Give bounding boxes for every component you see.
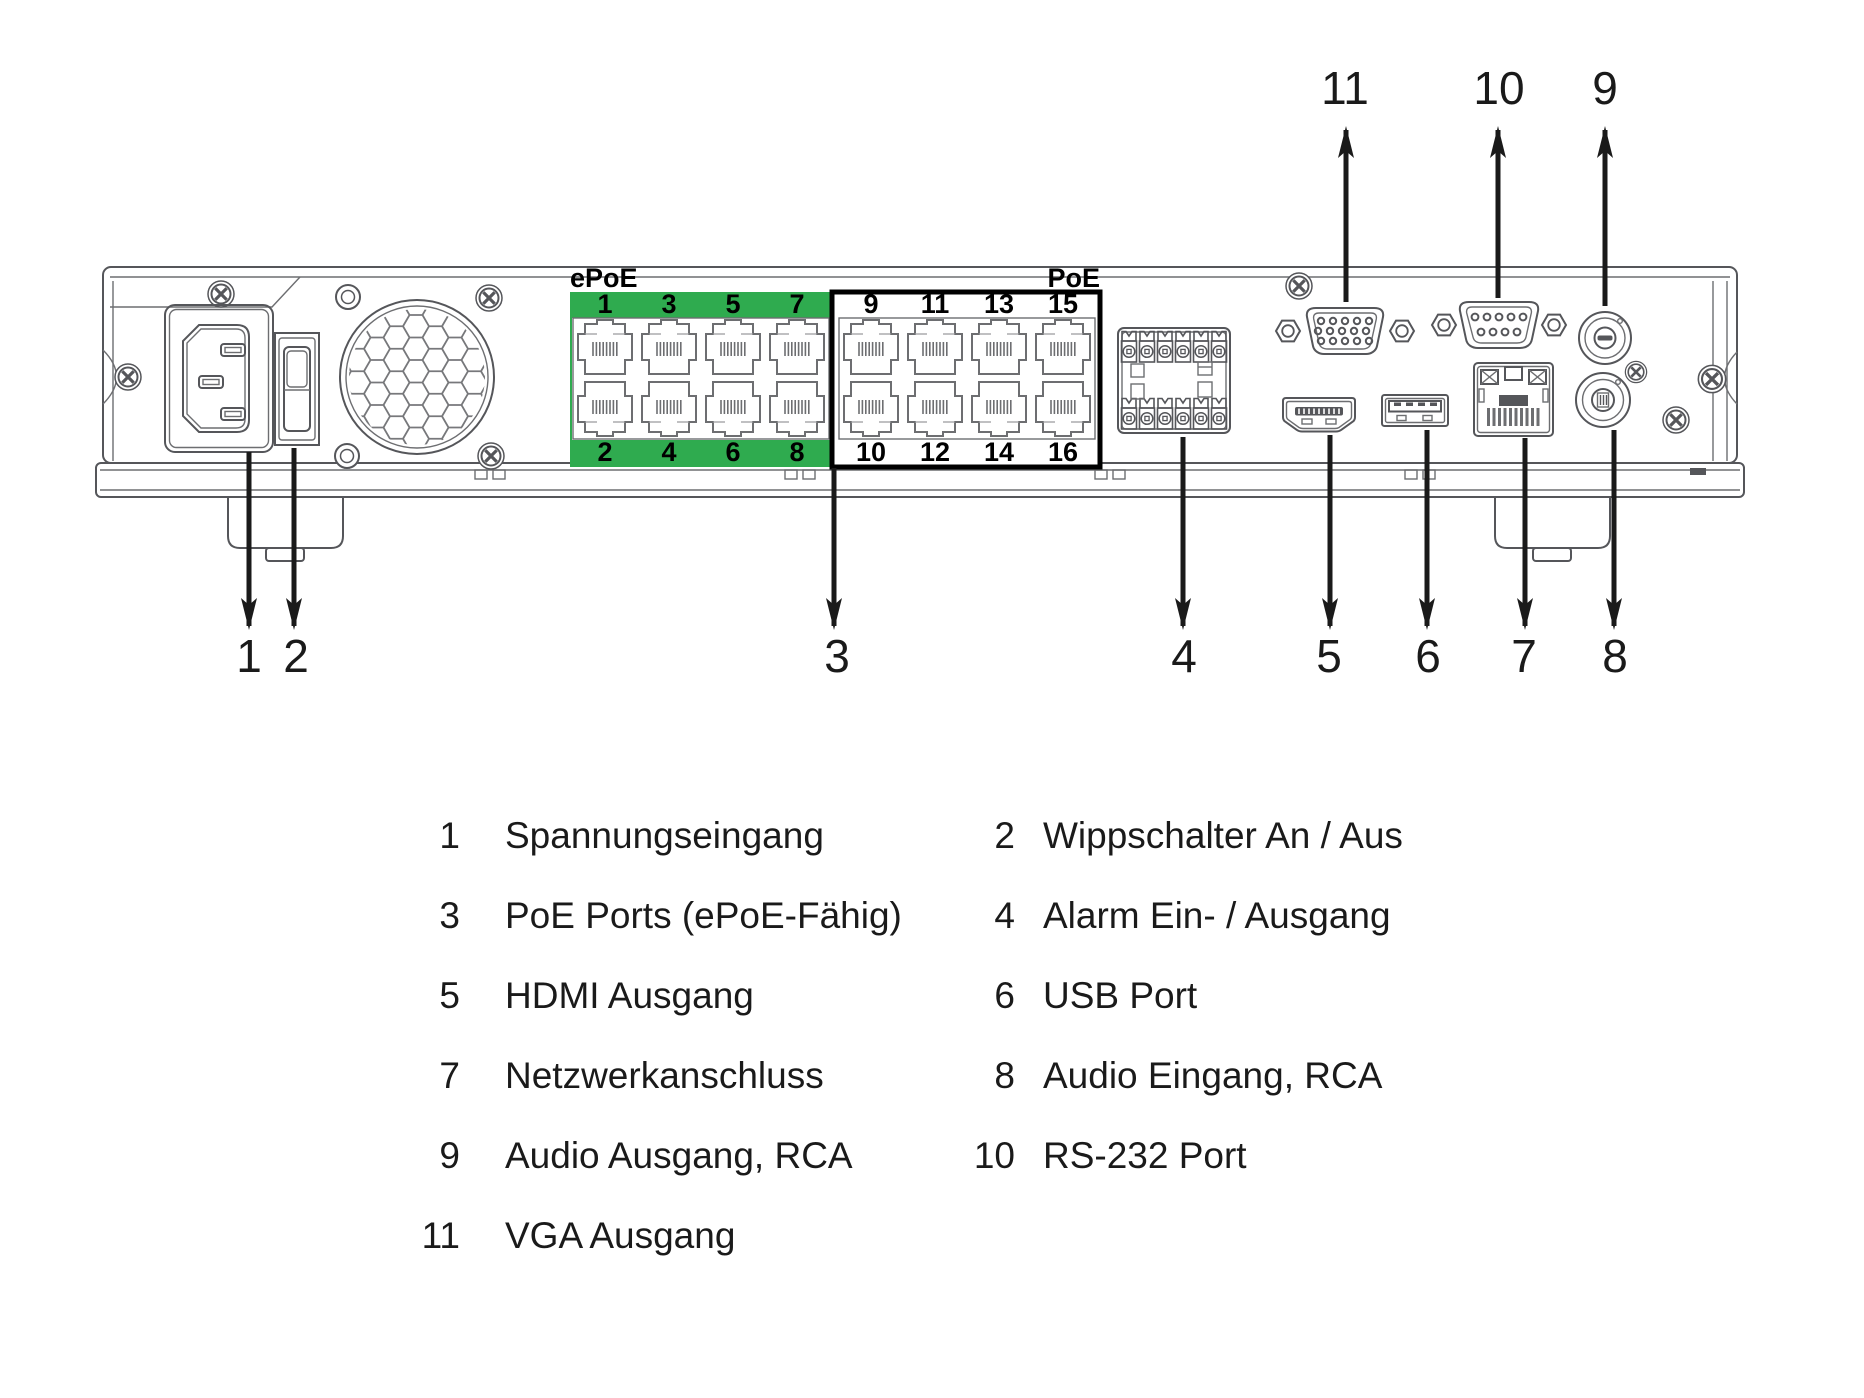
port-number: 8 xyxy=(789,437,804,467)
port-number: 12 xyxy=(920,437,950,467)
callout-number: 11 xyxy=(1321,62,1369,114)
screw-icon xyxy=(1624,360,1648,384)
port-number: 6 xyxy=(725,437,740,467)
usb-port xyxy=(1381,394,1449,427)
port-number: 5 xyxy=(725,289,740,319)
screw-icon xyxy=(335,284,361,310)
poe-label: PoE xyxy=(1047,263,1100,293)
callout-number: 4 xyxy=(1171,630,1197,682)
screw-icon xyxy=(1696,363,1728,395)
screw-icon xyxy=(1284,271,1314,301)
screw-icon xyxy=(474,283,504,313)
port-number: 13 xyxy=(984,289,1014,319)
rj45-jack-icon xyxy=(971,381,1027,437)
callout-number: 5 xyxy=(1316,630,1342,682)
rj45-jack-icon xyxy=(705,381,761,437)
port-number: 2 xyxy=(597,437,612,467)
audio-in-rca xyxy=(1575,372,1631,428)
hdmi-port xyxy=(1282,397,1356,433)
callout-number: 10 xyxy=(1473,62,1524,114)
callout-arrows-bottom: 1 2 3 4 5 6 7 8 xyxy=(236,430,1628,682)
rj45-jack-icon xyxy=(641,381,697,437)
rj45-jack-icon xyxy=(577,319,633,375)
epoe-port-block: ePoE 1 3 5 7 2 4 6 8 xyxy=(570,263,832,467)
port-number: 3 xyxy=(661,289,676,319)
port-number: 4 xyxy=(661,437,676,467)
act-led-icon xyxy=(1528,369,1547,385)
callout-number: 1 xyxy=(236,630,262,682)
terminal-row-bottom xyxy=(1120,397,1228,430)
rj45-jack-icon xyxy=(769,381,825,437)
port-number: 11 xyxy=(921,289,950,319)
port-number: 7 xyxy=(789,289,804,319)
rj45-jack-icon xyxy=(1035,319,1091,375)
screw-icon xyxy=(476,441,506,471)
hex-nut-icon xyxy=(1275,319,1301,343)
rj45-jack-icon xyxy=(971,319,1027,375)
power-switch xyxy=(274,332,320,446)
epoe-label: ePoE xyxy=(570,263,638,293)
port-number: 15 xyxy=(1048,289,1078,319)
rj45-jack-icon xyxy=(577,381,633,437)
port-number: 10 xyxy=(856,437,886,467)
port-number: 16 xyxy=(1048,437,1078,467)
power-inlet xyxy=(164,304,274,453)
mounting-foot-right xyxy=(1494,497,1611,562)
screw-icon xyxy=(113,362,143,392)
rj45-jack-icon xyxy=(843,319,899,375)
port-number: 9 xyxy=(863,289,878,319)
callout-number: 8 xyxy=(1602,630,1628,682)
hex-nut-icon xyxy=(1541,313,1567,337)
rj45-jack-icon xyxy=(907,319,963,375)
hex-nut-icon xyxy=(1389,319,1415,343)
link-led-icon xyxy=(1480,369,1499,385)
screw-icon xyxy=(1661,405,1691,435)
fan-grille xyxy=(339,299,495,455)
port-number: 14 xyxy=(984,437,1014,467)
callout-number: 9 xyxy=(1592,62,1618,114)
rj45-jack-icon xyxy=(641,319,697,375)
vga-port xyxy=(1275,307,1415,355)
callout-number: 3 xyxy=(824,630,850,682)
ethernet-port xyxy=(1473,362,1554,437)
port-number: 1 xyxy=(597,289,612,319)
callout-number: 2 xyxy=(283,630,309,682)
rj45-jack-icon xyxy=(1035,381,1091,437)
mounting-foot-left xyxy=(227,497,344,562)
alarm-io-terminal xyxy=(1117,327,1231,434)
callout-arrows-top: 11 10 9 xyxy=(1321,62,1618,306)
callout-number: 7 xyxy=(1511,630,1537,682)
rj45-jack-icon xyxy=(705,319,761,375)
rs232-port xyxy=(1431,301,1567,349)
terminal-row-top xyxy=(1120,330,1228,363)
rj45-jack-icon xyxy=(769,319,825,375)
audio-out-rca xyxy=(1578,311,1632,365)
screw-icon xyxy=(334,443,360,469)
callout-number: 6 xyxy=(1415,630,1441,682)
screw-icon xyxy=(206,279,236,309)
hex-nut-icon xyxy=(1431,313,1457,337)
rj45-jack-icon xyxy=(843,381,899,437)
poe-port-block: PoE 9 11 13 15 10 12 14 16 xyxy=(829,263,1103,470)
rj45-jack-icon xyxy=(907,381,963,437)
